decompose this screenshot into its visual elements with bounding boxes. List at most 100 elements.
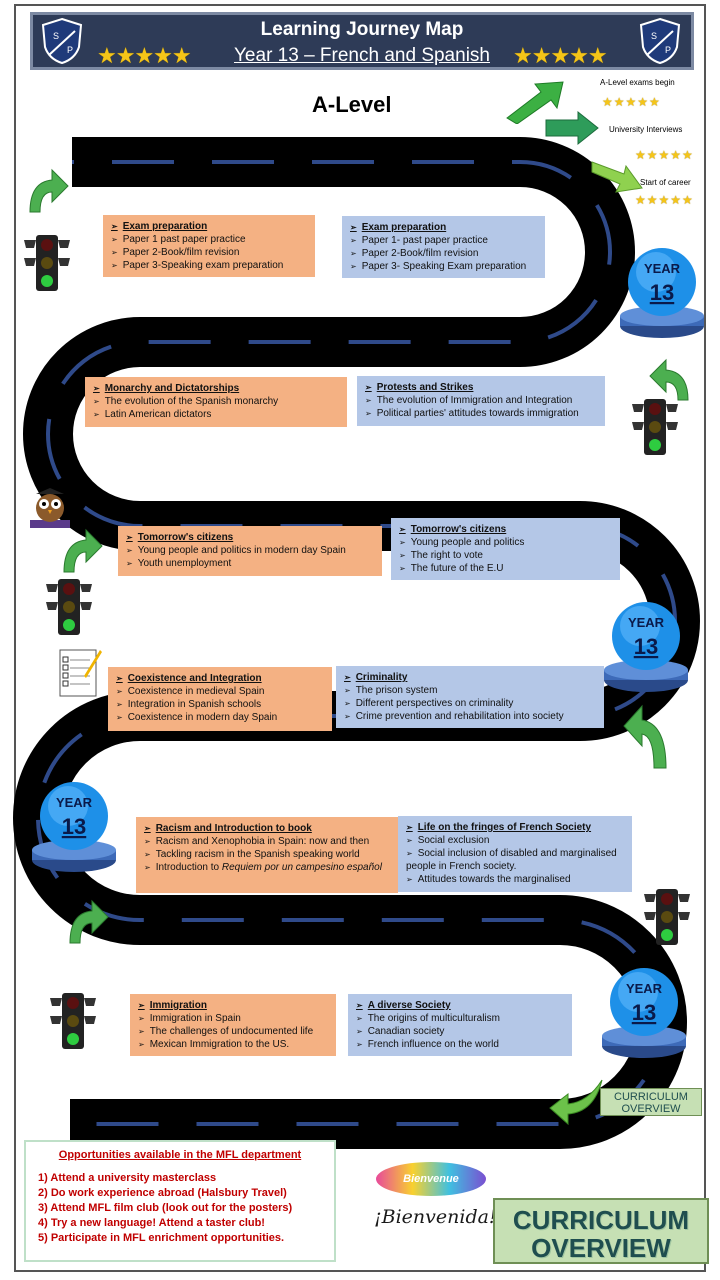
year-badge: YEAR 13 xyxy=(620,248,704,338)
topic-heading: Exam preparation xyxy=(111,220,307,233)
topic-item: Young people and politics xyxy=(399,536,612,549)
school-crest-icon: S P xyxy=(41,17,83,65)
year-badge-word: YEAR xyxy=(628,615,665,630)
topic-item: Youth unemployment xyxy=(126,557,374,570)
topic-item: Mexican Immigration to the US. xyxy=(138,1038,328,1051)
section-title: A-Level xyxy=(312,92,392,117)
topic-item: Crime prevention and rehabilitation into… xyxy=(344,710,596,723)
topic-box: Racism and Introduction to book Racism a… xyxy=(136,817,398,893)
opportunities-heading: Opportunities available in the MFL depar… xyxy=(58,1149,302,1161)
header-banner: S P ★★★★★ Learning Journey Map Year 13 –… xyxy=(30,12,694,70)
traffic-light-icon xyxy=(46,579,92,635)
opportunity-item: 3) Attend MFL film club (look out for th… xyxy=(38,1202,293,1214)
topic-item: Canadian society xyxy=(356,1025,564,1038)
topic-heading: Tomorrow's citizens xyxy=(399,523,612,536)
arrow-icon xyxy=(506,81,564,124)
traffic-light-icon xyxy=(50,993,96,1049)
milestone-stars: ★★★★★ xyxy=(635,148,694,162)
topic-item: The future of the E.U xyxy=(399,562,612,575)
curriculum-line1: CURRICULUM xyxy=(512,1205,690,1235)
curved-arrow-icon xyxy=(29,168,69,213)
crest-letter-p: P xyxy=(67,45,73,55)
traffic-light-icon xyxy=(632,399,678,455)
curved-arrow-icon xyxy=(63,528,103,573)
topic-item: Coexistence in medieval Spain xyxy=(116,685,324,698)
topic-box: A diverse Society The origins of multicu… xyxy=(348,994,572,1056)
topic-item: Social inclusion of disabled and margina… xyxy=(406,847,624,873)
topic-heading: Coexistence and Integration xyxy=(116,672,324,685)
topic-box: Immigration Immigration in Spain The cha… xyxy=(130,994,336,1056)
topic-item: The right to vote xyxy=(399,549,612,562)
topic-box: Protests and Strikes The evolution of Im… xyxy=(357,376,605,426)
topic-box: Exam preparation Paper 1- past paper pra… xyxy=(342,216,545,278)
curved-arrow-icon xyxy=(623,704,667,769)
bienvenue-graphic: Bienvenue xyxy=(376,1162,486,1196)
topic-item: Tackling racism in the Spanish speaking … xyxy=(144,848,390,861)
topic-heading: Racism and Introduction to book xyxy=(144,822,390,835)
year-badge-word: YEAR xyxy=(56,795,93,810)
topic-item: The evolution of the Spanish monarchy xyxy=(93,395,339,408)
topic-item: Immigration in Spain xyxy=(138,1012,328,1025)
curriculum-overview-button[interactable]: CURRICULUM OVERVIEW xyxy=(600,1088,702,1116)
header-stars-left: ★★★★★ xyxy=(97,43,192,68)
curriculum-line2: OVERVIEW xyxy=(531,1233,671,1263)
topic-item: Coexistence in modern day Spain xyxy=(116,711,324,724)
topic-item: Integration in Spanish schools xyxy=(116,698,324,711)
topic-item: Paper 3-Speaking exam preparation xyxy=(111,259,307,272)
topic-item-prefix: Introduction to xyxy=(155,862,222,873)
topic-item: Social exclusion xyxy=(406,834,624,847)
topic-item: Attitudes towards the marginalised xyxy=(406,873,624,886)
topic-box: Exam preparation Paper 1 past paper prac… xyxy=(103,215,315,277)
milestone-stars: ★★★★★ xyxy=(635,193,694,207)
school-crest-icon: S P xyxy=(639,17,681,65)
topic-item: Paper 1- past paper practice xyxy=(350,234,537,247)
topic-item: Paper 3- Speaking Exam preparation xyxy=(350,260,537,273)
topic-item: Paper 2-Book/film revision xyxy=(111,246,307,259)
topic-box: Tomorrow's citizens Young people and pol… xyxy=(391,518,620,580)
opportunity-item: 2) Do work experience abroad (Halsbury T… xyxy=(38,1187,287,1199)
topic-item: Introduction to Requiem por un campesino… xyxy=(144,861,390,874)
topic-heading: Exam preparation xyxy=(350,221,537,234)
curriculum-overview-banner[interactable]: CURRICULUM OVERVIEW xyxy=(493,1198,709,1264)
opportunity-item: 4) Try a new language! Attend a taster c… xyxy=(38,1217,265,1229)
page-subtitle: Year 13 – French and Spanish xyxy=(234,45,490,66)
topic-item: The prison system xyxy=(344,684,596,697)
crest-letter-s: S xyxy=(53,31,59,41)
year-badge-number: 13 xyxy=(650,280,674,305)
milestone-label: University Interviews xyxy=(609,125,683,134)
topic-item: Different perspectives on criminality xyxy=(344,697,596,710)
year-badge-number: 13 xyxy=(634,634,658,659)
year-badge-number: 13 xyxy=(632,1000,656,1025)
bienvenida-graphic: ¡Bienvenida! xyxy=(374,1206,497,1228)
topic-item: The origins of multiculturalism xyxy=(356,1012,564,1025)
year-badge-word: YEAR xyxy=(644,261,681,276)
topic-heading: Protests and Strikes xyxy=(365,381,597,394)
topic-heading: Tomorrow's citizens xyxy=(126,531,374,544)
topic-item: Political parties' attitudes towards imm… xyxy=(365,407,597,420)
milestone-label: A-Level exams begin xyxy=(600,78,675,87)
arrow-icon xyxy=(545,110,599,146)
arrow-icon xyxy=(591,161,643,193)
year-badge-word: YEAR xyxy=(626,981,663,996)
year-badge: YEAR 13 xyxy=(32,782,116,872)
topic-item: Latin American dictators xyxy=(93,408,339,421)
milestone-label: Start of career xyxy=(640,178,691,187)
opportunities-panel: Opportunities available in the MFL depar… xyxy=(24,1140,336,1262)
curved-arrow-icon xyxy=(549,1079,603,1126)
topic-heading: A diverse Society xyxy=(356,999,564,1012)
page-frame xyxy=(14,4,706,1272)
curriculum-line1: CURRICULUM xyxy=(614,1091,688,1103)
topic-heading: Criminality xyxy=(344,671,596,684)
topic-item: French influence on the world xyxy=(356,1038,564,1051)
header-stars-right: ★★★★★ xyxy=(513,43,608,68)
owl-icon xyxy=(30,488,70,528)
curriculum-line2: OVERVIEW xyxy=(621,1103,681,1115)
checklist-icon xyxy=(59,649,102,697)
year-badge: YEAR 13 xyxy=(602,968,686,1058)
year-badge: YEAR 13 xyxy=(604,602,688,692)
topic-box: Criminality The prison system Different … xyxy=(336,666,604,728)
topic-item: The challenges of undocumented life xyxy=(138,1025,328,1038)
opportunity-item: 1) Attend a university masterclass xyxy=(38,1172,217,1184)
topic-heading: Immigration xyxy=(138,999,328,1012)
curved-arrow-icon xyxy=(69,899,109,944)
